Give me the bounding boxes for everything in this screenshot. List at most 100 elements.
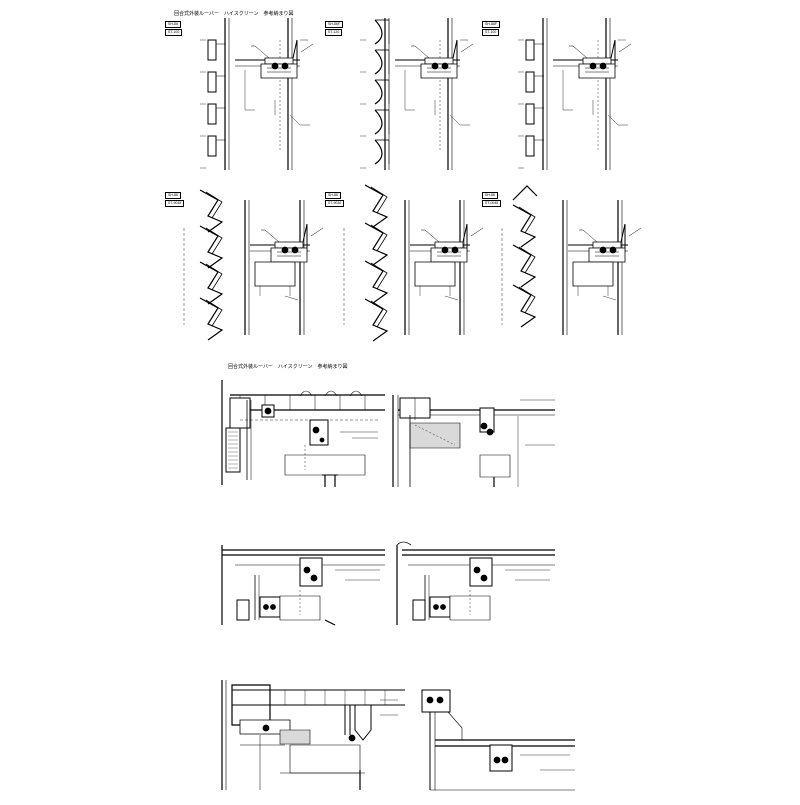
drawing-line (629, 228, 641, 236)
drawing-rect (421, 64, 457, 78)
drawing-rect (208, 72, 216, 92)
drawing-line (608, 115, 618, 125)
sheet2-title: 回合式外装ルーバー ハイスクリーン 参考納まり図 (228, 364, 348, 370)
drawing-rect (208, 104, 216, 124)
drawing-rect (208, 136, 216, 156)
drawing-rect (593, 242, 621, 248)
drawing-path (519, 247, 535, 273)
bolt-symbol (432, 63, 438, 69)
detail-4-code: ST-9045 (165, 200, 185, 207)
drawing-path (206, 228, 222, 254)
drawing-rect (290, 745, 360, 773)
drawing-rect (579, 64, 615, 78)
drawing-path (200, 298, 222, 340)
drawing-path (375, 80, 382, 104)
detail-1-series: SH-86 (165, 21, 181, 28)
bolt-symbol (272, 63, 278, 69)
drawing-rect (275, 242, 303, 248)
bolt-symbol (263, 725, 269, 731)
drawing-path (206, 264, 222, 290)
detail-2-code: ST-120 (325, 29, 343, 36)
drawing-path (365, 223, 387, 265)
drawing-line (471, 228, 483, 236)
drawing-line (255, 46, 269, 58)
drawing-line (583, 230, 597, 242)
bolt-symbol (502, 757, 508, 763)
detail-3-series: SH-86F (482, 21, 501, 28)
bolt-symbol (487, 429, 493, 435)
drawing-line (311, 228, 323, 236)
drawing-line (415, 425, 455, 445)
bolt-symbol (442, 63, 448, 69)
drawing-rect (470, 558, 492, 586)
detail-5-series: SH-86 (325, 192, 341, 199)
drawing-path (375, 50, 382, 74)
drawing-line (573, 46, 587, 58)
drawing-path (519, 207, 535, 233)
detail-4-series: SH-86 (165, 192, 181, 199)
drawing-line (621, 224, 625, 242)
detail-6-code: ST-0045 (482, 200, 502, 207)
drawing-line (603, 296, 616, 300)
drawing-rect (480, 455, 510, 477)
detail-6-series: SH-86 (482, 192, 498, 199)
drawing-path (371, 301, 387, 327)
drawing-rect (526, 136, 534, 156)
drawing-rect (300, 558, 322, 586)
drawing-rect (280, 730, 310, 744)
bolt-symbol (481, 423, 487, 429)
drawing-path (365, 185, 387, 227)
drawing-line (463, 224, 467, 242)
drawing-path (206, 300, 222, 326)
drawing-rect (255, 262, 295, 286)
drawing-line (293, 40, 297, 58)
bolt-symbol (434, 605, 439, 610)
drawing-line (265, 230, 279, 242)
drawing-path (513, 245, 535, 287)
drawing-rect (430, 597, 450, 617)
drawing-rect (573, 262, 613, 286)
drawing-rect (415, 262, 455, 286)
drawing-path (300, 391, 362, 396)
bolt-symbol (265, 408, 271, 414)
bolt-symbol (304, 567, 310, 573)
drawing-rect (261, 64, 297, 78)
bolt-symbol (600, 63, 606, 69)
bolt-symbol (494, 757, 500, 763)
drawing-path (375, 140, 382, 164)
bolt-symbol (441, 605, 446, 610)
drawing-path (200, 226, 222, 268)
detail-1-code: ST-100 (165, 29, 183, 36)
drawing-line (619, 44, 631, 52)
bolt-symbol (320, 438, 324, 442)
detail-3-code: ST-100 (482, 29, 500, 36)
drawing-path (355, 705, 371, 740)
bolt-symbol (264, 605, 269, 610)
drawing-rect (526, 72, 534, 92)
bolt-symbol (271, 605, 276, 610)
drawing-line (290, 115, 300, 125)
bolt-symbol (437, 697, 443, 703)
sheet1-title: 回合式外装ルーバー ハイスクリーン 参考納まり図 (174, 11, 294, 17)
bolt-symbol (282, 63, 288, 69)
drawing-path (513, 186, 537, 200)
bolt-symbol (610, 247, 616, 253)
drawing-path (375, 110, 382, 134)
bolt-symbol (311, 575, 317, 581)
drawing-line (448, 712, 462, 728)
drawing-line (445, 296, 458, 300)
drawing-rect (425, 58, 453, 64)
drawing-path (371, 225, 387, 251)
drawing-path (513, 285, 535, 327)
drawing-rect (226, 428, 240, 472)
bolt-symbol (292, 247, 298, 253)
drawing-path (397, 542, 411, 545)
drawing-rect (271, 248, 307, 262)
drawing-rect (285, 455, 365, 475)
drawing-rect (237, 600, 249, 620)
drawing-line (285, 296, 298, 300)
drawing-rect (526, 104, 534, 124)
drawing-rect (526, 40, 534, 60)
